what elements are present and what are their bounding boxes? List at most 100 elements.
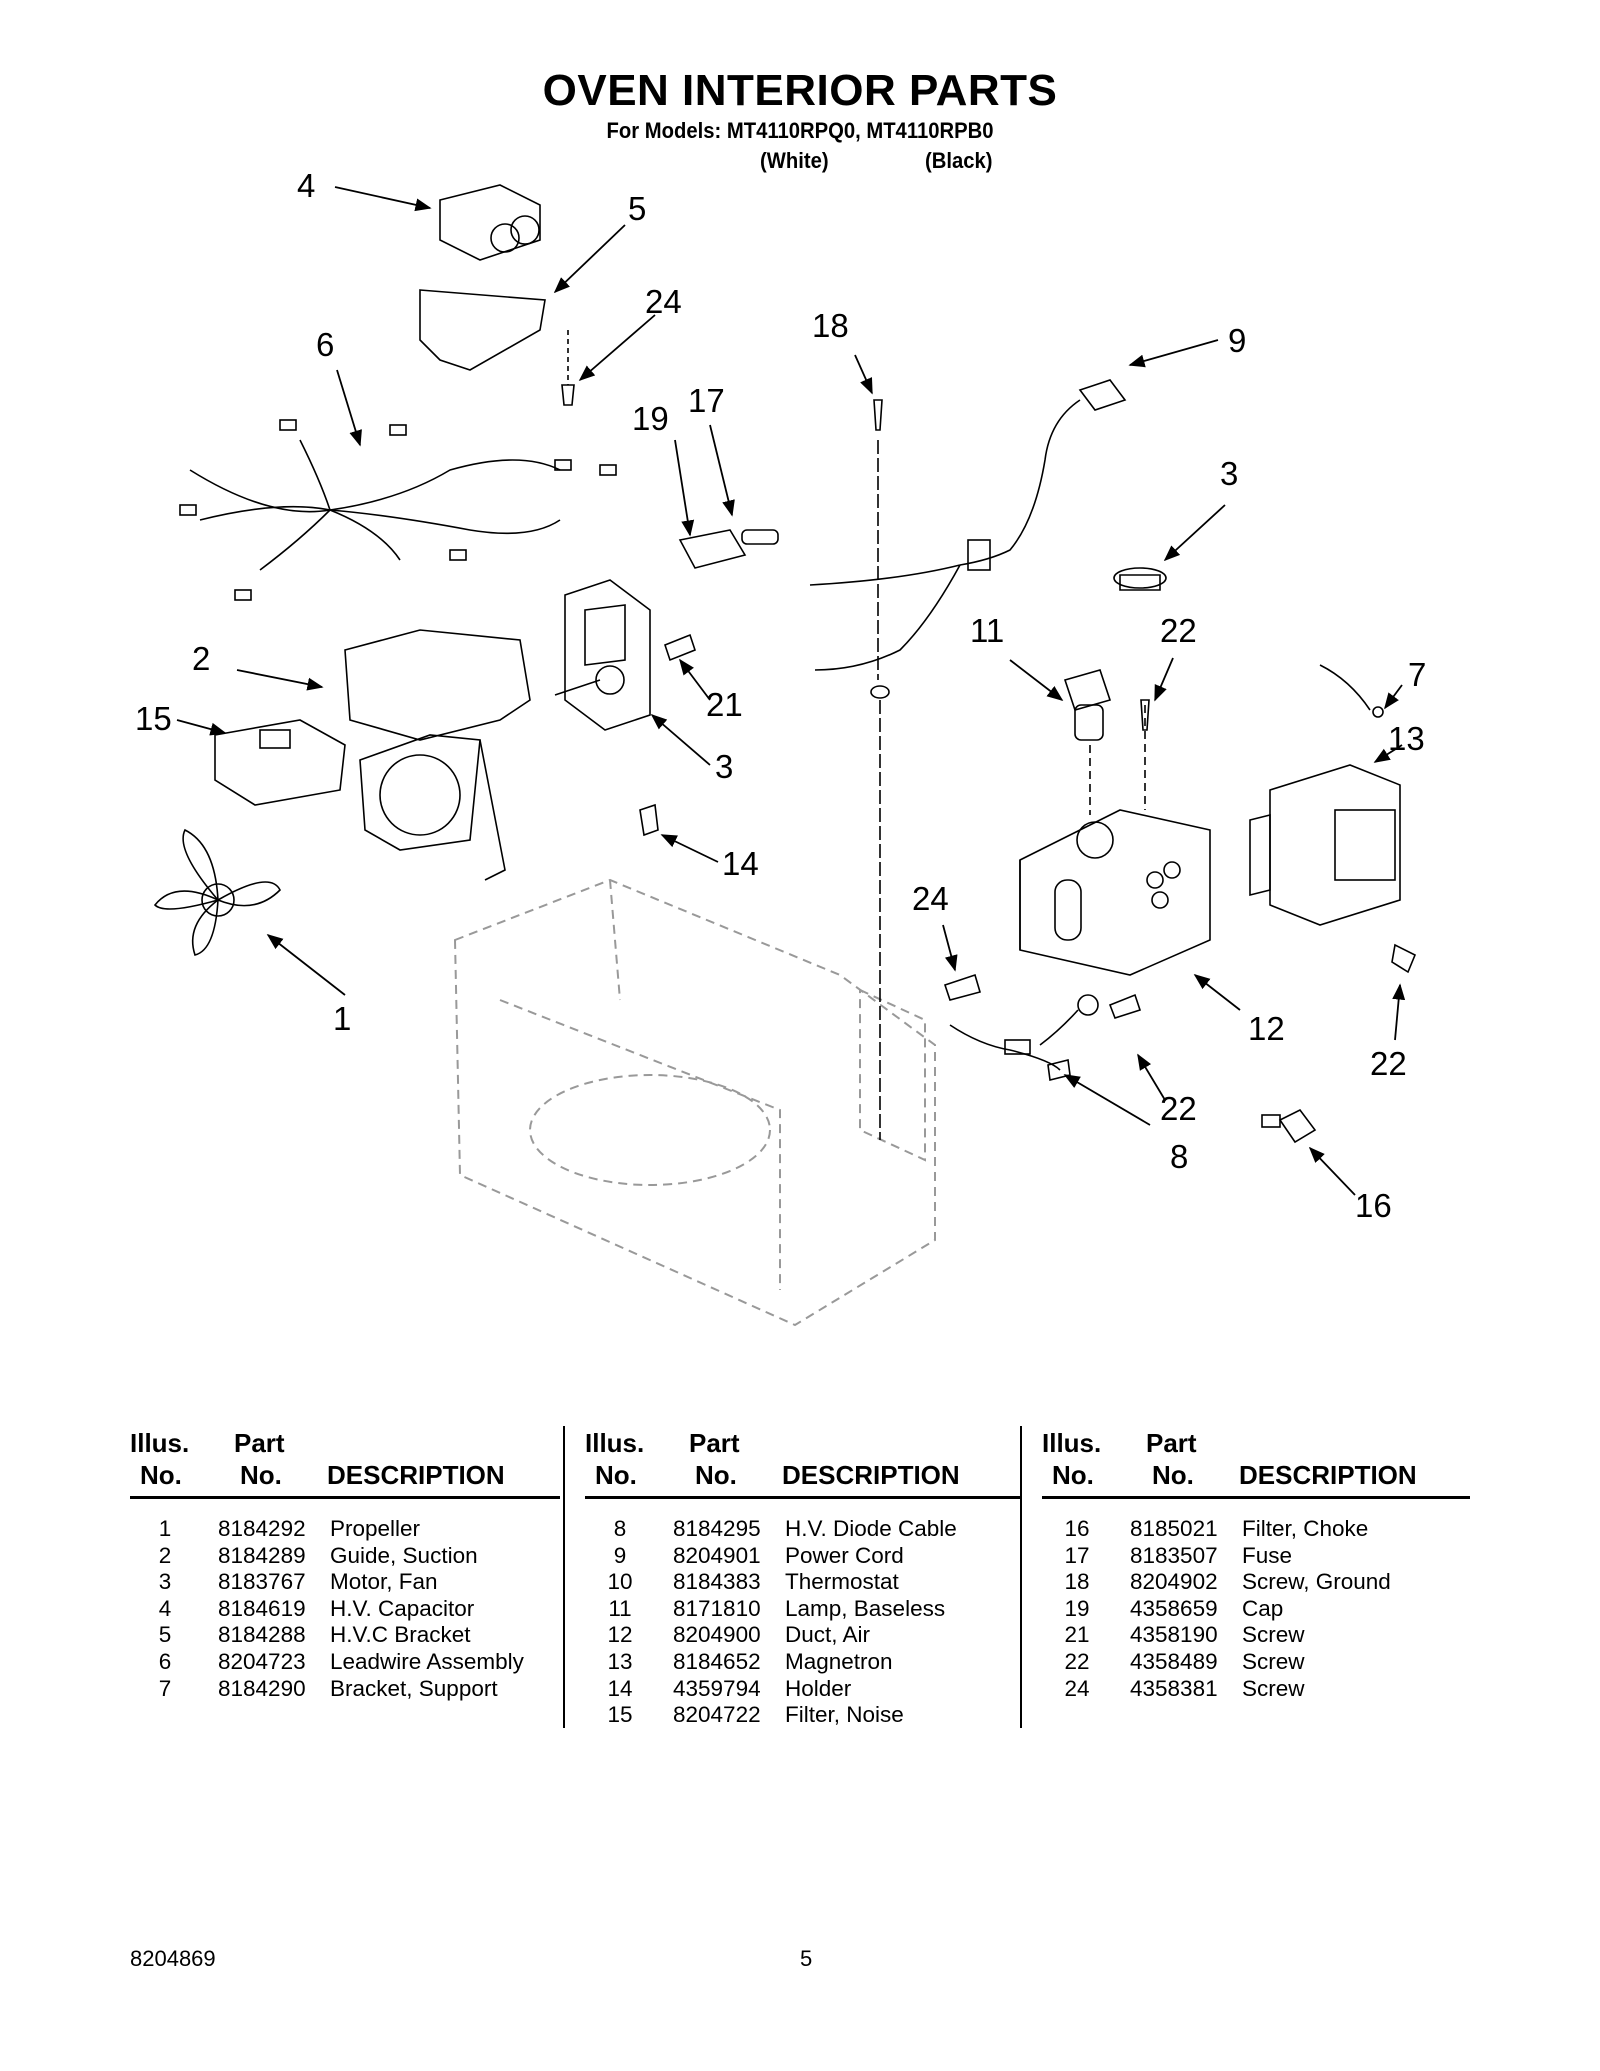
callout-15: 15 <box>135 700 172 737</box>
fan-motor-part <box>554 579 651 731</box>
part-description: Screw <box>1242 1622 1305 1648</box>
part-number: 8204723 <box>218 1648 306 1674</box>
part-number: 8185021 <box>1130 1516 1218 1541</box>
callout-5: 5 <box>628 190 646 227</box>
part-number: 8184295 <box>673 1516 761 1541</box>
part-description: Screw <box>1242 1648 1305 1674</box>
illus-number: 5 <box>158 1622 172 1648</box>
callout-22-b: 22 <box>1370 1045 1407 1082</box>
callout-18: 18 <box>812 307 849 344</box>
table-header: Illus. No. Part No. DESCRIPTION <box>130 1428 570 1494</box>
variant-black-label: (Black) <box>925 148 993 173</box>
callout-22-a: 22 <box>1160 612 1197 649</box>
propeller-part <box>153 828 281 956</box>
fuse-and-cap-part <box>678 529 779 569</box>
callout-3: 3 <box>715 748 733 785</box>
illus-number: 1 <box>158 1516 172 1541</box>
table-header: Illus. No. Part No. DESCRIPTION <box>585 1428 1025 1494</box>
part-number: 8183507 <box>1130 1542 1218 1568</box>
part-description: Cap <box>1242 1595 1284 1621</box>
illus-number: 3 <box>158 1569 172 1595</box>
part-number: 4358489 <box>1130 1648 1218 1674</box>
illus-number: 17 <box>1064 1542 1090 1568</box>
part-description: Power Cord <box>785 1542 904 1568</box>
table-header: Illus. No. Part No. DESCRIPTION <box>1042 1428 1482 1494</box>
part-description: Fuse <box>1242 1542 1293 1568</box>
part-description: Filter, Noise <box>785 1702 904 1728</box>
part-description: Guide, Suction <box>330 1542 478 1568</box>
part-number: 8204901 <box>673 1542 761 1568</box>
holder-part <box>639 803 659 837</box>
callout-1: 1 <box>333 1000 351 1037</box>
callout-12: 12 <box>1248 1010 1285 1047</box>
part-number: 8184288 <box>218 1622 306 1648</box>
header-illus-no: No. <box>595 1460 637 1490</box>
callout-2: 2 <box>192 640 210 677</box>
illus-number: 18 <box>1064 1569 1090 1595</box>
illus-number: 7 <box>158 1675 172 1701</box>
part-description: H.V. Capacitor <box>330 1595 475 1621</box>
page-header: OVEN INTERIOR PARTS For Models: MT4110RP… <box>0 66 1600 144</box>
part-number: 8171810 <box>673 1595 761 1621</box>
callout-17: 17 <box>688 382 725 419</box>
hvc-bracket-part <box>419 289 575 406</box>
callout-13: 13 <box>1388 720 1425 757</box>
part-description: H.V. Diode Cable <box>785 1516 957 1541</box>
noise-filter-board-part <box>214 719 346 806</box>
illus-number: 15 <box>607 1702 633 1728</box>
header-illus-no: No. <box>1052 1460 1094 1490</box>
illus-number: 22 <box>1064 1648 1090 1674</box>
illus-number: 13 <box>607 1648 633 1674</box>
callout-22-c: 22 <box>1160 1090 1197 1127</box>
header-part: Part <box>1146 1428 1197 1458</box>
part-description: Holder <box>785 1675 852 1701</box>
part-number: 4359794 <box>673 1675 761 1701</box>
header-part-no: No. <box>695 1460 737 1490</box>
part-number: 4358659 <box>1130 1595 1218 1621</box>
callout-19: 19 <box>632 400 669 437</box>
header-illus: Illus. <box>1042 1428 1102 1458</box>
callout-14: 14 <box>722 845 759 882</box>
parts-table-column-2: Illus. No. Part No. DESCRIPTION 8 8184295… <box>585 1428 1025 1727</box>
header-rule <box>585 1496 1020 1499</box>
callout-4: 4 <box>297 167 315 204</box>
illus-number: 8 <box>613 1516 627 1541</box>
column-divider <box>1020 1426 1022 1728</box>
part-description: Magnetron <box>785 1648 893 1674</box>
part-number: 8183767 <box>218 1569 306 1595</box>
illus-number: 9 <box>613 1542 627 1568</box>
ground-screw-part <box>870 399 890 1140</box>
illus-number: 6 <box>158 1648 172 1674</box>
screw-21-part <box>664 633 696 662</box>
header-description: DESCRIPTION <box>782 1460 960 1490</box>
part-description: Duct, Air <box>785 1622 871 1648</box>
hv-capacitor-part <box>439 184 541 261</box>
header-illus: Illus. <box>130 1428 190 1458</box>
power-cord-part <box>809 379 1127 671</box>
oven-cavity-outline <box>453 878 936 1327</box>
page-title: OVEN INTERIOR PARTS <box>542 66 1058 115</box>
part-description: Screw, Ground <box>1242 1569 1391 1595</box>
exploded-parts-diagram: 4 5 24 18 9 6 19 17 3 11 22 7 2 15 21 13… <box>135 167 1426 1327</box>
callout-11: 11 <box>970 612 1004 649</box>
callout-8: 8 <box>1170 1138 1188 1175</box>
header-part-no: No. <box>1152 1460 1194 1490</box>
header-description: DESCRIPTION <box>1239 1460 1417 1490</box>
illus-number: 16 <box>1064 1516 1090 1541</box>
magnetron-part <box>1249 764 1417 974</box>
part-number: 4358190 <box>1130 1622 1218 1648</box>
part-description: Filter, Choke <box>1242 1516 1369 1541</box>
callout-24-top: 24 <box>645 283 682 320</box>
part-number: 8184292 <box>218 1516 306 1541</box>
callout-9: 9 <box>1228 322 1246 359</box>
illus-number: 11 <box>608 1595 632 1621</box>
part-number: 8184619 <box>218 1595 306 1621</box>
part-description: H.V.C Bracket <box>330 1622 471 1648</box>
part-description: Bracket, Support <box>330 1675 498 1701</box>
illus-number: 24 <box>1064 1675 1090 1701</box>
illus-number: 12 <box>607 1622 633 1648</box>
part-description: Propeller <box>330 1516 421 1541</box>
part-description: Lamp, Baseless <box>785 1595 946 1621</box>
column-divider <box>563 1426 565 1728</box>
guide-suction-part <box>344 629 531 881</box>
